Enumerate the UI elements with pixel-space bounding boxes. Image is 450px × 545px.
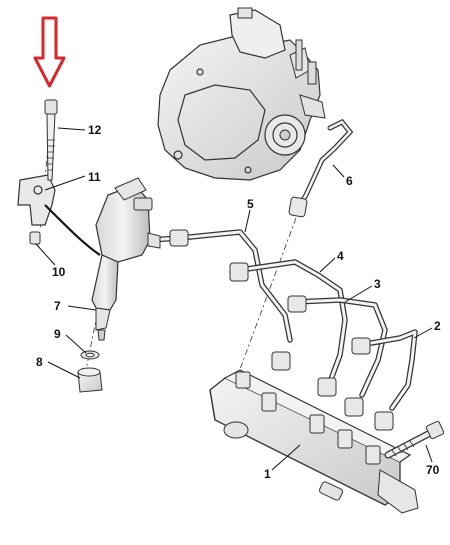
callout-2: 2: [434, 319, 441, 333]
spacer: [29, 231, 41, 245]
pipe-2: [351, 329, 418, 431]
location-arrow-icon: [33, 16, 66, 88]
fuel-rail: [209, 369, 419, 514]
bolt-70: [384, 420, 445, 459]
pipe-3: [287, 295, 388, 417]
callout-8: 8: [36, 355, 43, 369]
seal: [77, 367, 103, 393]
callout-70: 70: [426, 463, 440, 477]
callout-9: 9: [54, 327, 61, 341]
pipe-4: [229, 259, 348, 397]
callout-11: 11: [88, 170, 101, 184]
injector-clamp: [17, 174, 101, 256]
callout-5: 5: [247, 197, 254, 211]
pipe-5: [147, 229, 293, 371]
washer: [80, 350, 100, 360]
callout-6: 6: [346, 174, 353, 188]
injector: [91, 177, 161, 341]
callout-7: 7: [54, 299, 61, 313]
bolt-12: [44, 99, 58, 181]
callout-10: 10: [52, 265, 66, 279]
callout-4: 4: [337, 249, 344, 263]
callout-3: 3: [374, 277, 381, 291]
pipe-6: [288, 118, 354, 218]
high-pressure-pump: [157, 7, 326, 181]
callout-1: 1: [264, 467, 271, 481]
callout-12: 12: [88, 123, 102, 137]
